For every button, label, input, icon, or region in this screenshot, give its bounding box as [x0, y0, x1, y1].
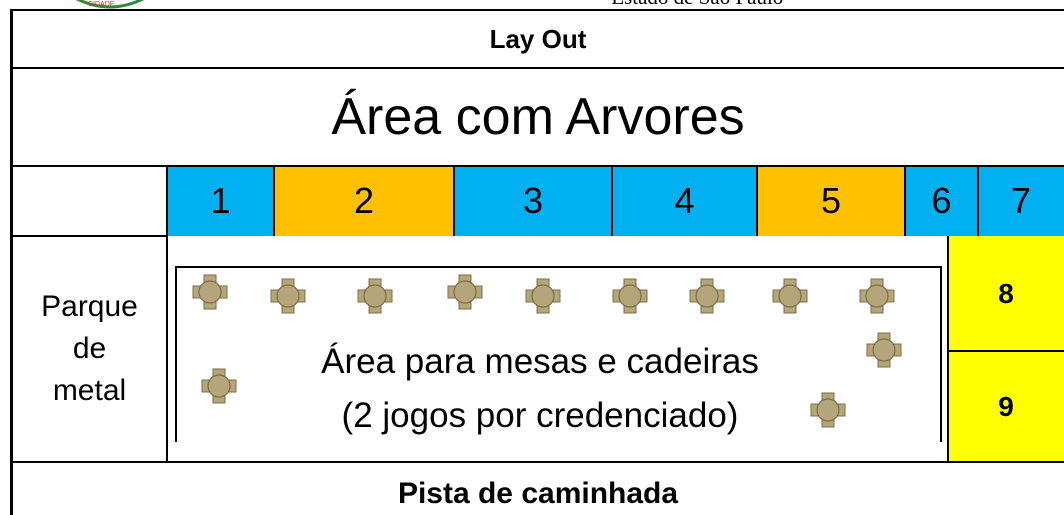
table-with-chairs-icon	[270, 278, 306, 314]
divider-stall-3	[611, 165, 613, 236]
stall-4: 4	[612, 166, 757, 236]
metal-park-label: Parque de metal	[12, 236, 167, 462]
layout-title: Lay Out	[489, 23, 587, 54]
stall-1: 1	[167, 166, 274, 236]
tables-area-top-edge	[175, 266, 942, 268]
metal-park-line-1: Parque	[41, 290, 138, 323]
tables-area-label: Área para mesas e cadeiras (2 jogos por …	[240, 334, 840, 444]
metal-park-line-3: metal	[52, 374, 127, 407]
stall-2-label: 2	[353, 180, 375, 221]
divider-stalls-left	[10, 235, 168, 237]
divider-stall-1	[273, 165, 275, 236]
state-header: --- Estado de São Paulo ---	[585, 0, 945, 11]
stall-1-label: 1	[210, 180, 231, 221]
divider-trees	[10, 165, 1064, 167]
table-with-chairs-icon	[525, 278, 561, 314]
tables-area-right-edge	[940, 266, 942, 442]
stall-8: 8	[948, 236, 1064, 351]
stall-7-label: 7	[1010, 180, 1032, 221]
svg-text:CIDADE: CIDADE	[88, 1, 115, 8]
stall-5-label: 5	[820, 180, 842, 221]
stall-9-label: 9	[998, 390, 1014, 422]
divider-stall-4	[756, 165, 758, 236]
stall-9: 9	[948, 351, 1064, 462]
walking-track-label: Pista de caminhada	[397, 476, 679, 510]
stall-8-label: 8	[998, 277, 1014, 309]
stall-6-label: 6	[931, 180, 952, 221]
stall-4-label: 4	[674, 180, 695, 221]
table-with-chairs-icon	[357, 278, 393, 314]
border-left	[10, 10, 13, 515]
table-with-chairs-icon	[447, 274, 483, 310]
stall-2: 2	[274, 166, 454, 236]
table-with-chairs-icon	[810, 392, 846, 428]
stall-3-label: 3	[522, 180, 544, 221]
divider-stall-8-9	[948, 350, 1064, 352]
stall-7: 7	[978, 166, 1064, 236]
tree-area-label: Área com Arvores	[331, 88, 745, 146]
stall-6: 6	[905, 166, 978, 236]
divider-stall-5	[904, 165, 906, 236]
border-top	[10, 9, 1064, 11]
table-with-chairs-icon	[201, 368, 237, 404]
divider-stall-6	[977, 165, 979, 236]
table-with-chairs-icon	[859, 278, 895, 314]
city-logo: CIDADE	[76, 0, 144, 9]
table-with-chairs-icon	[192, 274, 228, 310]
table-with-chairs-icon	[866, 332, 902, 368]
tables-area-line-2: (2 jogos por credenciado)	[341, 396, 739, 435]
tables-area-left-edge	[175, 266, 177, 442]
table-with-chairs-icon	[772, 278, 808, 314]
tables-area-line-1: Área para mesas e cadeiras	[321, 342, 759, 381]
divider-track	[10, 461, 1064, 463]
stall-3: 3	[454, 166, 612, 236]
table-with-chairs-icon	[612, 278, 648, 314]
metal-park-line-2: de	[72, 332, 107, 365]
table-with-chairs-icon	[689, 278, 725, 314]
divider-stall-2	[453, 165, 455, 236]
stall-5: 5	[757, 166, 905, 236]
divider-metal-park	[166, 165, 168, 463]
divider-side-stalls	[947, 236, 949, 462]
divider-title	[10, 67, 1064, 69]
